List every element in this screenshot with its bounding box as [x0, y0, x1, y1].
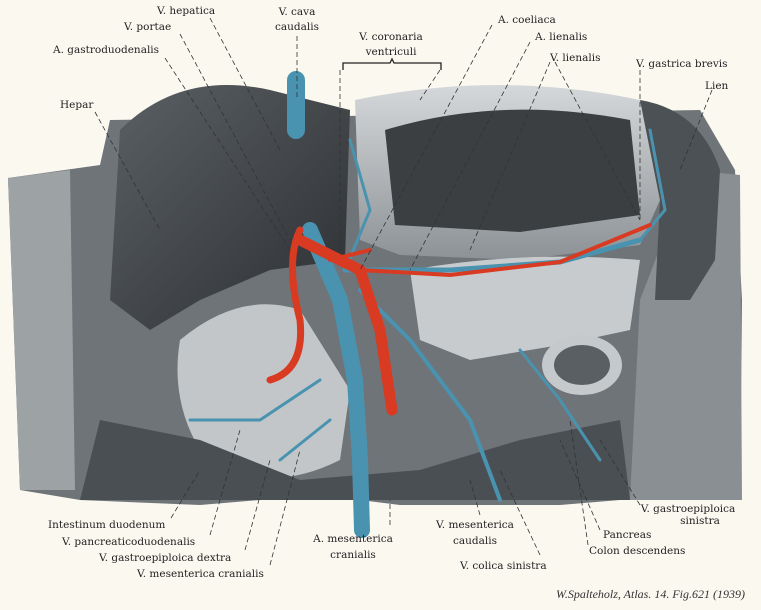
label-colon-descendens: Colon descendens — [589, 545, 685, 557]
figure-credit: W.Spalteholz, Atlas. 14. Fig.621 (1939) — [556, 587, 745, 601]
colon-lumen — [554, 345, 610, 385]
label-a-gastroduodenalis: A. gastroduodenalis — [52, 44, 159, 56]
label-v-colica-sinistra: V. colica sinistra — [459, 560, 547, 572]
label-v-cava-1: V. cava — [278, 6, 316, 18]
label-v-pancreaticoduodenalis: V. pancreaticoduodenalis — [61, 536, 195, 548]
label-v-mesenterica-caudalis-1: V. mesenterica — [435, 519, 514, 531]
label-a-lienalis: A. lienalis — [534, 31, 587, 43]
label-v-gastroepiploica-sinistra-2: sinistra — [680, 515, 720, 527]
duodenum — [177, 304, 350, 478]
label-lien: Lien — [705, 80, 729, 92]
brace — [342, 57, 442, 70]
label-v-cava-2: caudalis — [275, 21, 319, 33]
label-v-hepatica: V. hepatica — [156, 5, 215, 17]
label-a-mesenterica-2: cranialis — [330, 549, 376, 561]
label-v-gastrica-brevis: V. gastrica brevis — [635, 58, 728, 70]
label-v-coronaria-1: V. coronaria — [358, 31, 423, 43]
stomach-interior — [385, 109, 640, 232]
label-a-coeliaca: A. coeliaca — [497, 14, 556, 26]
label-v-mesenterica-cranialis: V. mesenterica cranialis — [136, 568, 264, 580]
leader-lines — [94, 17, 713, 566]
label-v-coronaria-2: ventriculi — [365, 46, 418, 58]
abdominal-wall-left — [8, 170, 75, 490]
label-intestinum-duodenum: Intestinum duodenum — [48, 519, 165, 531]
label-v-mesenterica-caudalis-2: caudalis — [453, 535, 497, 547]
liver — [110, 85, 350, 330]
veins — [188, 71, 667, 538]
label-v-portae: V. portae — [123, 21, 171, 33]
spleen — [640, 100, 720, 300]
pancreas — [410, 256, 640, 360]
label-v-gastroepiploica-sinistra-1: V. gastroepiploica — [640, 503, 736, 515]
label-v-lienalis: V. lienalis — [549, 52, 600, 64]
label-hepar: Hepar — [60, 99, 94, 111]
arteries — [266, 223, 652, 416]
label-pancreas: Pancreas — [603, 529, 651, 541]
label-v-gastroepiploica-dextra: V. gastroepiploica dextra — [98, 552, 231, 564]
label-a-mesenterica-1: A. mesenterica — [312, 533, 393, 545]
